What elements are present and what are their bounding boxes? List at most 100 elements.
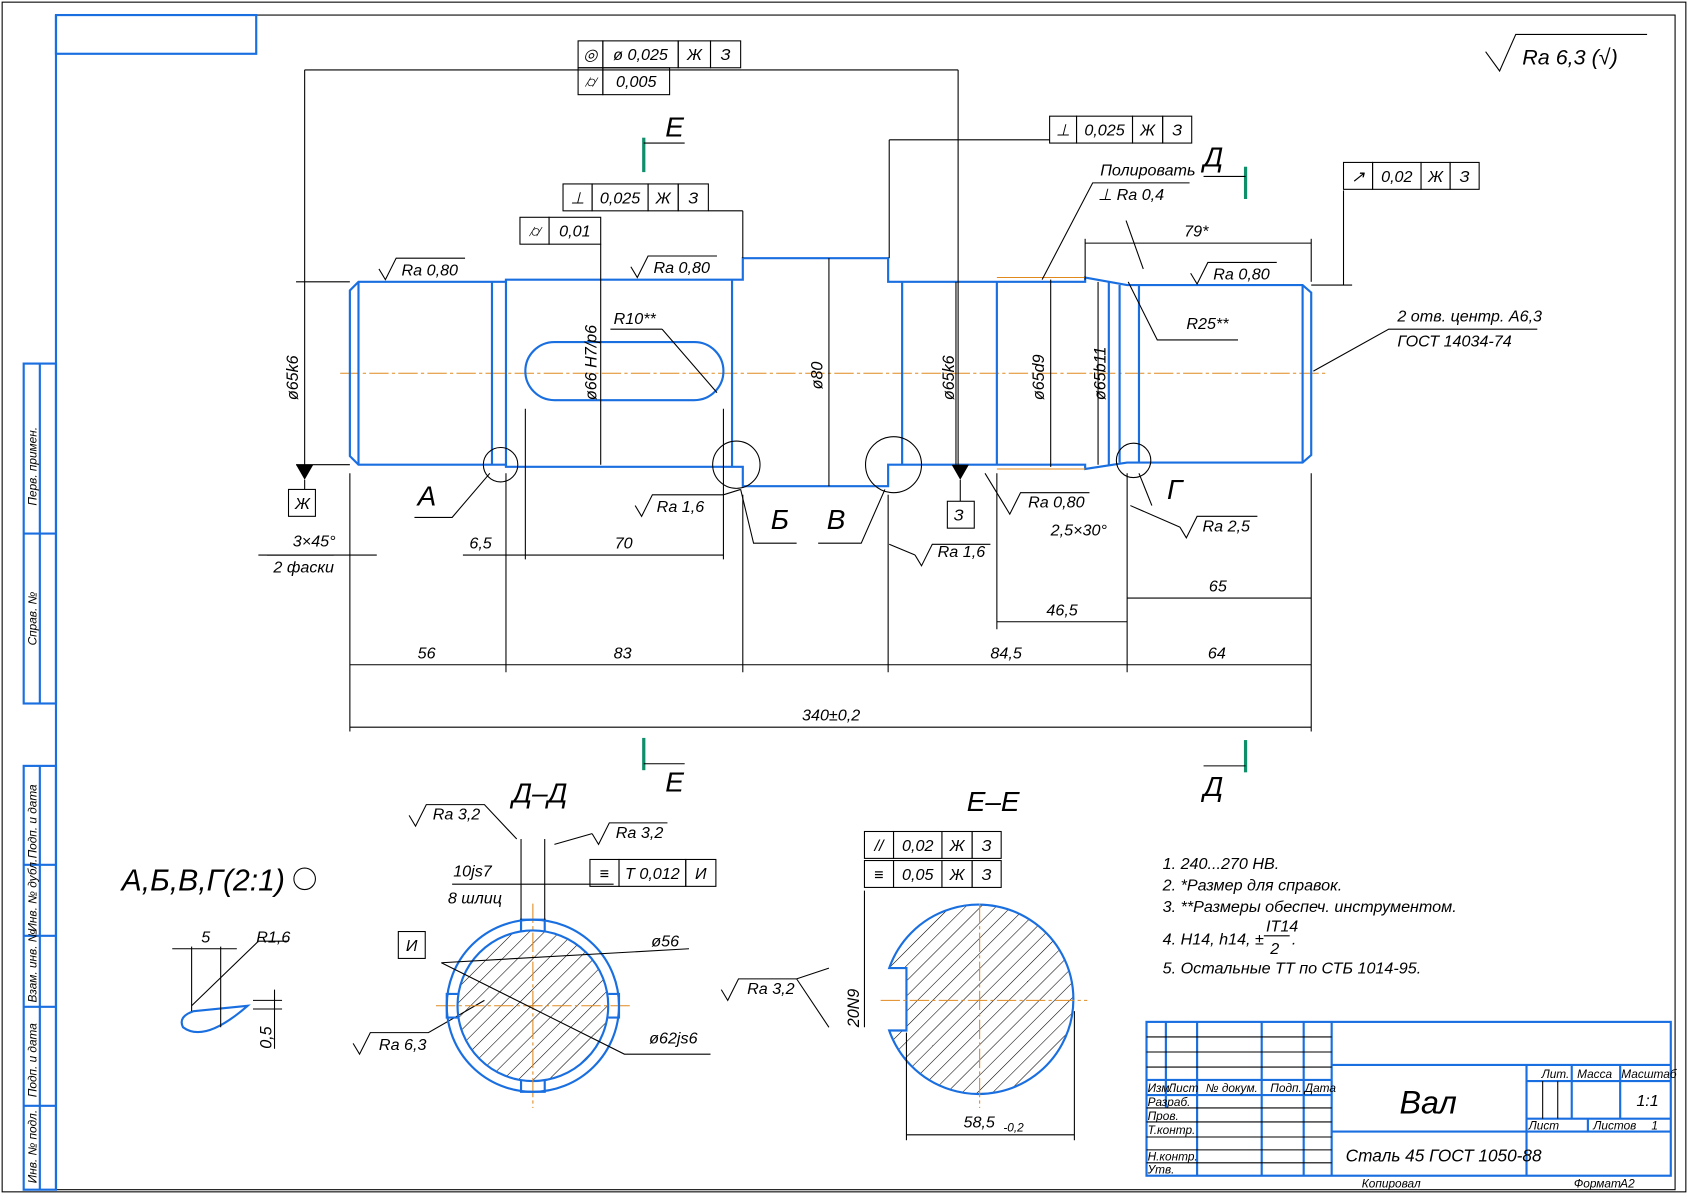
frame-text: // xyxy=(874,837,885,855)
detail-view: А,Б,В,Г(2:1) 5 R1,6 0,5 xyxy=(120,865,316,1049)
frame-text: Ж xyxy=(686,46,703,64)
stamp-label: Инв. № подл. xyxy=(26,1110,40,1183)
svg-text:Б: Б xyxy=(771,504,789,535)
tolerance-frame-f3b: ⌭0,01 xyxy=(519,216,602,245)
svg-text:Ж: Ж xyxy=(294,495,311,513)
frame-text: ≡ xyxy=(600,865,609,883)
dim-total: 340±0,2 xyxy=(802,707,860,725)
svg-text:5: 5 xyxy=(201,928,210,946)
svg-text:Ra 0,80: Ra 0,80 xyxy=(1028,494,1085,512)
svg-text:А,Б,В,Г(2:1): А,Б,В,Г(2:1) xyxy=(120,865,285,898)
svg-text:1: 1 xyxy=(1651,1118,1658,1132)
dim-56: 56 xyxy=(418,644,436,662)
stamp-label: Подп. и дата xyxy=(26,784,40,858)
frame-text: 0,05 xyxy=(902,866,933,884)
roughness-marks: Ra 0,80 Ra 0,80 Ra 1,6 Ra 1,6 Ra 0,80 Ra… xyxy=(352,255,1277,1056)
frame-text: 0,005 xyxy=(616,73,656,91)
svg-text:2,5×30°: 2,5×30° xyxy=(1050,522,1108,540)
svg-text:1. 240...270 HB.: 1. 240...270 HB. xyxy=(1163,855,1280,873)
svg-text:Ra 3,2: Ra 3,2 xyxy=(747,980,795,998)
svg-text:2 отв. центр. А6,3: 2 отв. центр. А6,3 xyxy=(1396,308,1542,326)
frame-text: ↗ xyxy=(1351,168,1365,186)
frame-text: З xyxy=(688,189,698,207)
svg-text:Е: Е xyxy=(665,112,684,143)
svg-text:ø65k6: ø65k6 xyxy=(940,355,958,400)
frame-cell xyxy=(602,67,671,96)
section-marks: Е Е Д Д xyxy=(642,112,1248,802)
dim-84-5: 84,5 xyxy=(990,644,1021,662)
svg-text:Разраб.: Разраб. xyxy=(1148,1095,1191,1109)
svg-text:Дата: Дата xyxy=(1303,1081,1337,1095)
frame-text: 0,02 xyxy=(1381,168,1412,186)
title-block: Изм.Лист № докум.Подп.Дата Разраб.Пров. … xyxy=(1145,1020,1677,1191)
frame-text: Ж xyxy=(655,189,672,207)
frame-cell xyxy=(971,830,1002,859)
svg-text:3. **Размеры обеспеч. инструме: 3. **Размеры обеспеч. инструментом. xyxy=(1163,898,1457,916)
rotated-view-icon xyxy=(293,867,316,891)
svg-text:Д–Д: Д–Д xyxy=(509,777,567,808)
svg-text:2. *Размер для справок.: 2. *Размер для справок. xyxy=(1162,877,1343,895)
frame-text: З xyxy=(982,866,992,884)
dim-70: 70 xyxy=(615,535,633,553)
svg-text:2: 2 xyxy=(1269,940,1279,958)
frame-text: ≡ xyxy=(874,866,883,884)
svg-text:Ra 0,80: Ra 0,80 xyxy=(402,261,459,279)
svg-text:Д: Д xyxy=(1201,771,1224,802)
dimension-texts: 56 83 84,5 64 340±0,2 70 6,5 46,5 65 79*… xyxy=(272,161,1542,724)
svg-text:Ra 3,2: Ra 3,2 xyxy=(616,824,664,842)
svg-text:0,5: 0,5 xyxy=(257,1026,275,1048)
frame-text: ø 0,025 xyxy=(613,46,668,64)
frame-cell xyxy=(971,860,1002,888)
svg-text:Утв.: Утв. xyxy=(1147,1163,1175,1177)
tolerance-frame-f1b: ⌭0,005 xyxy=(577,67,671,96)
svg-text:Г: Г xyxy=(1167,474,1184,505)
frame-text: ◎ xyxy=(583,46,599,64)
svg-text:R10**: R10** xyxy=(614,310,657,328)
svg-text:R1,6: R1,6 xyxy=(256,928,290,946)
svg-text:А: А xyxy=(416,481,437,512)
svg-text:Ra 6,3: Ra 6,3 xyxy=(379,1036,427,1054)
svg-text:И: И xyxy=(406,937,418,955)
frame-text: 0,02 xyxy=(902,837,933,855)
dim-64: 64 xyxy=(1208,644,1226,662)
svg-text:Ra 0,80: Ra 0,80 xyxy=(1213,266,1270,284)
stamp-label: Взам. инв. № xyxy=(26,929,40,1002)
svg-text:ø65d9: ø65d9 xyxy=(1030,354,1048,400)
svg-text:Ra 0,80: Ra 0,80 xyxy=(653,259,710,277)
svg-text:4. H14, h14, ±: 4. H14, h14, ± xyxy=(1163,930,1264,948)
frame-text: Т 0,012 xyxy=(625,865,680,883)
svg-text:Е: Е xyxy=(665,767,684,798)
frame-text: Ж xyxy=(949,837,966,855)
frame-cell xyxy=(709,40,742,69)
frame-text: ⊥ xyxy=(1056,122,1070,140)
technical-notes: 1. 240...270 HB. 2. *Размер для справок.… xyxy=(1162,855,1457,977)
svg-text:ГОСТ 14034-74: ГОСТ 14034-74 xyxy=(1397,332,1511,350)
dim-6-5: 6,5 xyxy=(469,535,491,553)
svg-text:Ra 1,6: Ra 1,6 xyxy=(938,543,986,561)
svg-text:8 шлиц: 8 шлиц xyxy=(448,890,502,908)
svg-text:58,5: 58,5 xyxy=(963,1113,994,1131)
side-stamps: Перв. примен. Справ. № Подп. и дата Инв.… xyxy=(26,427,40,1183)
svg-text:З: З xyxy=(954,507,964,525)
svg-text:Пров.: Пров. xyxy=(1148,1109,1179,1123)
datum-boxes: Ж З И xyxy=(287,488,975,959)
svg-text:ø56: ø56 xyxy=(651,933,679,951)
frame-cell xyxy=(1162,115,1193,144)
svg-text:ø62js6: ø62js6 xyxy=(649,1029,697,1047)
svg-text:Лист: Лист xyxy=(1167,1081,1199,1095)
dim-46-5: 46,5 xyxy=(1046,601,1077,619)
svg-text:ø65b11: ø65b11 xyxy=(1092,347,1110,400)
frame-text: 0,01 xyxy=(559,223,590,241)
svg-text:А2: А2 xyxy=(1619,1177,1635,1191)
svg-text:Листов: Листов xyxy=(1592,1118,1636,1132)
datum-triangles xyxy=(296,464,969,502)
svg-text:ø80: ø80 xyxy=(808,362,826,390)
